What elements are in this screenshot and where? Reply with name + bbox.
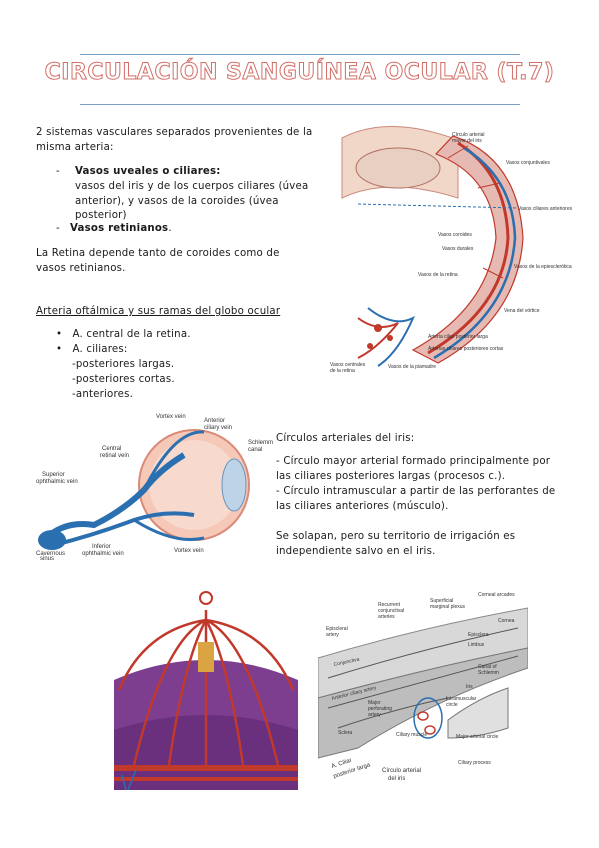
retina-line-1: La Retina depende tanto de coroides como… bbox=[36, 248, 280, 259]
fig4-label-major-perf-3: artery bbox=[368, 712, 381, 718]
fig2-label-cavernous-2: sinus bbox=[40, 556, 54, 560]
fig2-label-vortex-top: Vortex vein bbox=[156, 414, 186, 420]
iris-p3-line-1: Se solapan, pero su territorio de irriga… bbox=[276, 531, 516, 542]
fig4-label-recurrent-2: conjunctival bbox=[378, 608, 404, 614]
bullet-uveal-heading: Vasos uveales o ciliares: bbox=[75, 166, 221, 177]
ophthalmic-heading: Arteria oftálmica y sus ramas del globo … bbox=[36, 306, 281, 317]
ophthalmic-bullet-1: • A. central de la retina. bbox=[56, 329, 191, 340]
iris-p3-line-2: independiente salvo en el iris. bbox=[276, 546, 436, 557]
fig4-label-circulo-2: del iris bbox=[388, 776, 405, 782]
fig2-label-schlemm-2: canal bbox=[248, 447, 262, 453]
fig1-label-long-posterior: Arteria ciliar posterior larga bbox=[428, 334, 488, 340]
fig2-label-vortex-bottom: Vortex vein bbox=[174, 548, 204, 554]
fig4-label-intramuscular-2: circle bbox=[446, 702, 458, 708]
fig4-label-major-perf-2: perforating bbox=[368, 706, 392, 712]
iris-p2-line-2: las ciliares anteriores (músculo). bbox=[276, 501, 449, 512]
fig4-label-iris: Iris bbox=[466, 684, 473, 690]
fig4-label-canal-1: Canal of bbox=[478, 664, 497, 670]
fig2-label-superior-1: Superior bbox=[42, 472, 65, 478]
fig2-label-inferior-1: Inferior bbox=[92, 544, 111, 550]
retina-line-2: vasos retinianos. bbox=[36, 263, 126, 274]
fig4-label-episclera: Episclera bbox=[468, 632, 489, 638]
fig4-label-superficial-1: Superficial bbox=[430, 598, 453, 604]
fig2-label-central-2: retinal vein bbox=[100, 453, 129, 459]
venous-drainage-figure: Vortex vein Anterior ciliary vein Centra… bbox=[36, 414, 273, 560]
iris-p1-line-1: - Círculo mayor arterial formado princip… bbox=[276, 456, 551, 467]
fig4-label-conjunctiva: Conjunctiva bbox=[333, 657, 360, 668]
fig2-label-anterior-1: Anterior bbox=[204, 418, 225, 424]
fig2-label-superior-2: ophthalmic vein bbox=[36, 479, 78, 485]
fig4-label-limbus: Limbus bbox=[468, 642, 485, 648]
ocular-vessels-figure: Círculo arterial mayor del iris Vasos co… bbox=[330, 126, 573, 374]
title-rule-bottom bbox=[80, 104, 520, 105]
iris-heading: Círculos arteriales del iris: bbox=[276, 433, 415, 444]
ophthalmic-sub-3: -anteriores. bbox=[72, 389, 134, 400]
fig1-label-circle-1: Círculo arterial bbox=[452, 132, 485, 138]
fig4-label-cornea: Cornea bbox=[498, 618, 515, 624]
fig4-label-recurrent-3: arteries bbox=[378, 614, 395, 620]
intro-line-2: misma arteria: bbox=[36, 142, 114, 153]
ophthalmic-sub-1: -posteriores largas. bbox=[72, 359, 175, 370]
fig1-label-anterior-ciliary: Vasos ciliares anteriores bbox=[518, 206, 573, 212]
fig4-label-superficial-2: marginal plexus bbox=[430, 604, 466, 610]
ophthalmic-bullet-2: • A. ciliares: bbox=[56, 344, 128, 355]
fig2-label-cavernous-1: Cavernous bbox=[36, 551, 65, 557]
fig1-label-central-2: de la retina bbox=[330, 368, 355, 374]
fig4-label-recurrent-1: Recurrent bbox=[378, 602, 401, 608]
fig2-label-anterior-2: ciliary vein bbox=[204, 425, 232, 431]
fig2-label-inferior-2: ophthalmic vein bbox=[82, 551, 124, 557]
fig4-label-major-perf-1: Major bbox=[368, 700, 381, 706]
fig1-label-choroid: Vasos coroides bbox=[438, 232, 472, 238]
intro-line-1: 2 sistemas vasculares separados provenie… bbox=[36, 127, 313, 138]
fig1-label-vortex: Vena del vórtice bbox=[504, 308, 540, 314]
choroidal-vessels-figure bbox=[114, 580, 298, 790]
iris-p1-line-2: las ciliares posteriores largas (proceso… bbox=[276, 471, 506, 482]
bullet-uveal-line-3: posterior) bbox=[75, 210, 127, 221]
fig4-label-sclera: Sclera bbox=[338, 730, 352, 736]
iris-p2-line-1: - Círculo intramuscular a partir de las … bbox=[276, 486, 556, 497]
fig4-label-intramuscular-1: Intramuscular bbox=[446, 696, 477, 702]
bullet-retinal: Vasos retinianos. bbox=[70, 223, 172, 234]
fig4-label-episcleral-1: Episcleral bbox=[326, 626, 348, 632]
fig4-label-ciliary-process: Ciliary process bbox=[458, 760, 491, 766]
anterior-segment-figure: Recurrent conjunctival arteries Superfic… bbox=[318, 588, 528, 786]
fig4-label-corneal-arcades: Corneal arcades bbox=[478, 592, 515, 598]
fig1-label-episcleral: Vasos de la epiesclerótica bbox=[514, 264, 572, 270]
fig4-label-episcleral-2: artery bbox=[326, 632, 339, 638]
title-rule-top bbox=[80, 54, 520, 55]
fig4-label-major-circle: Major arterial circle bbox=[456, 734, 498, 740]
bullet-uveal-line-1: vasos del iris y de los cuerpos ciliares… bbox=[75, 181, 309, 192]
fig1-label-dural: Vasos durales bbox=[442, 246, 474, 252]
fig2-label-schlemm-1: Schlemm bbox=[248, 440, 273, 446]
ophthalmic-sub-2: -posteriores cortas. bbox=[72, 374, 175, 385]
fig1-label-circle-2: mayor del iris bbox=[452, 138, 482, 144]
fig4-label-ciliary-muscle: Ciliary muscle bbox=[396, 732, 427, 738]
fig2-label-central-1: Central bbox=[102, 446, 121, 452]
page-title: CIRCULACIÓN SANGUÍNEA OCULAR (T.7) bbox=[44, 60, 555, 86]
fig4-label-canal-2: Schlemm bbox=[478, 670, 499, 676]
fig1-label-central-1: Vasos centrales bbox=[330, 362, 366, 368]
bullet-dash-1: - bbox=[56, 166, 60, 177]
fig1-label-pia: Vasos de la piamadre bbox=[388, 364, 436, 370]
fig1-label-short-posterior: Arterias ciliares posteriores cortas bbox=[428, 346, 504, 352]
fig4-label-circulo-1: Círculo arterial bbox=[382, 768, 421, 774]
fig1-label-conjunctival: Vasos conjuntivales bbox=[506, 160, 550, 166]
bullet-uveal-line-2: anterior), y vasos de la coroides (úvea bbox=[75, 196, 279, 207]
bullet-dash-2: - bbox=[56, 223, 60, 234]
fig1-label-retinal: Vasos de la retina bbox=[418, 272, 458, 278]
